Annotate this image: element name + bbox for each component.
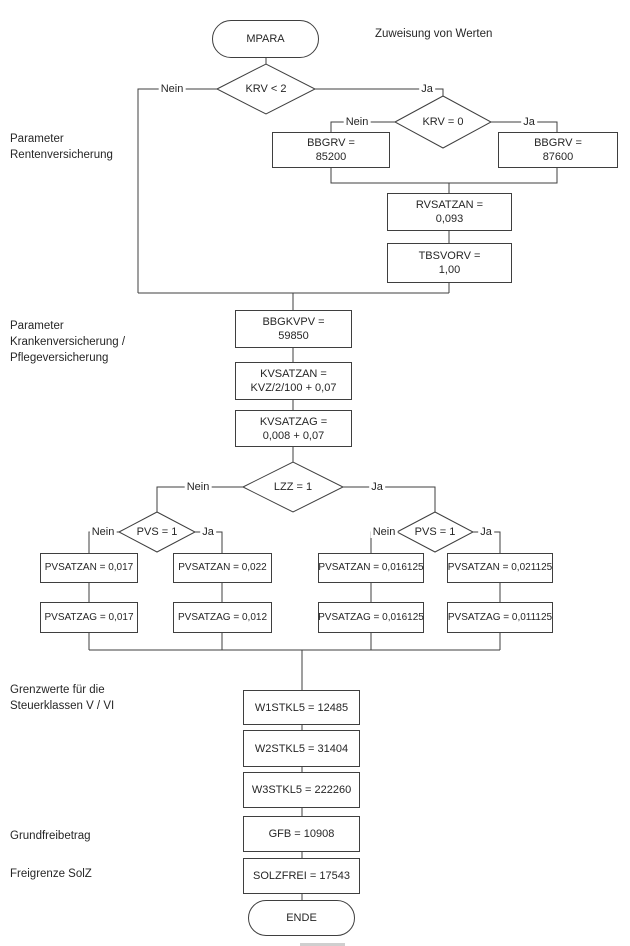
edge-label-pvsl-ja: Ja — [200, 526, 216, 538]
edge-label-pvsr-ja: Ja — [478, 526, 494, 538]
process-pvsatzag-col3: PVSATZAG = 0,016125 — [318, 602, 424, 633]
process-w2stkl5: W2STKL5 = 31404 — [243, 730, 360, 767]
connector-krv2-ja — [315, 88, 444, 96]
process-pvsatzan-col4: PVSATZAN = 0,021125 — [447, 553, 553, 583]
edge-label-krv0-ja: Ja — [521, 116, 537, 128]
side-label-grundfreibetrag: Grundfreibetrag — [10, 830, 91, 842]
process-kvsatzag: KVSATZAG = 0,008 + 0,07 — [235, 410, 352, 447]
decision-krv0-shape — [393, 95, 493, 149]
end-terminator: ENDE — [248, 900, 355, 936]
process-pvsatzan-col3: PVSATZAN = 0,016125 — [318, 553, 424, 583]
decision-pvs-right-shape — [395, 511, 475, 553]
process-w3stkl5: W3STKL5 = 222260 — [243, 772, 360, 808]
edge-label-krv2-nein: Nein — [158, 83, 186, 95]
decision-krv2-shape — [215, 63, 317, 115]
edge-label-lzz-ja: Ja — [369, 481, 385, 493]
decision-pvs-right-label: PVS = 1 — [414, 526, 456, 538]
note-zuweisung: Zuweisung von Werten — [375, 28, 493, 40]
side-label-rentenversicherung: Parameter Rentenversicherung — [10, 133, 113, 161]
side-label-krankenversicherung: Parameter Krankenversicherung / Pflegeve… — [10, 320, 126, 364]
process-rvsatzan: RVSATZAN = 0,093 — [387, 193, 512, 231]
side-label-freigrenze-solz: Freigrenze SolZ — [10, 868, 92, 880]
connector-lzz-nein — [156, 486, 243, 512]
process-bbgrv-87600: BBGRV = 87600 — [498, 132, 618, 168]
process-pvsatzan-col1: PVSATZAN = 0,017 — [40, 553, 138, 583]
decision-pvs-left-shape — [117, 511, 197, 553]
decision-pvs-left-label: PVS = 1 — [136, 526, 178, 538]
edge-label-pvsr-nein: Nein — [370, 526, 398, 538]
process-bbgrv-85200: BBGRV = 85200 — [272, 132, 390, 168]
decision-krv2-label: KRV < 2 — [245, 83, 287, 95]
process-gfb: GFB = 10908 — [243, 816, 360, 852]
decision-lzz-shape — [241, 461, 345, 513]
process-pvsatzag-col4: PVSATZAG = 0,011125 — [447, 602, 553, 633]
edge-label-krv0-nein: Nein — [343, 116, 371, 128]
decision-krv0-label: KRV = 0 — [422, 116, 464, 128]
decision-lzz-label: LZZ = 1 — [273, 481, 313, 493]
start-terminator: MPARA — [212, 20, 319, 58]
process-solzfrei: SOLZFREI = 17543 — [243, 858, 360, 894]
connector-krv2-nein — [137, 88, 217, 293]
connector-krv0-ja — [491, 121, 558, 132]
connector-krv0-nein — [330, 121, 395, 132]
process-pvsatzag-col1: PVSATZAG = 0,017 — [40, 602, 138, 633]
edge-label-pvsl-nein: Nein — [89, 526, 117, 538]
process-kvsatzan: KVSATZAN = KVZ/2/100 + 0,07 — [235, 362, 352, 400]
edge-label-lzz-nein: Nein — [184, 481, 212, 493]
process-bbgkvpv: BBGKVPV = 59850 — [235, 310, 352, 348]
connector-lzz-ja — [343, 486, 436, 512]
edge-label-krv2-ja: Ja — [419, 83, 435, 95]
process-tbsvorv: TBSVORV = 1,00 — [387, 243, 512, 283]
process-pvsatzan-col2: PVSATZAN = 0,022 — [173, 553, 272, 583]
process-w1stkl5: W1STKL5 = 12485 — [243, 690, 360, 725]
connector-bbgrv-merge — [330, 168, 558, 184]
process-pvsatzag-col2: PVSATZAG = 0,012 — [173, 602, 272, 633]
page-edge-artifact — [300, 943, 345, 946]
side-label-grenzwerte: Grenzwerte für die Steuerklassen V / VI — [10, 684, 115, 712]
